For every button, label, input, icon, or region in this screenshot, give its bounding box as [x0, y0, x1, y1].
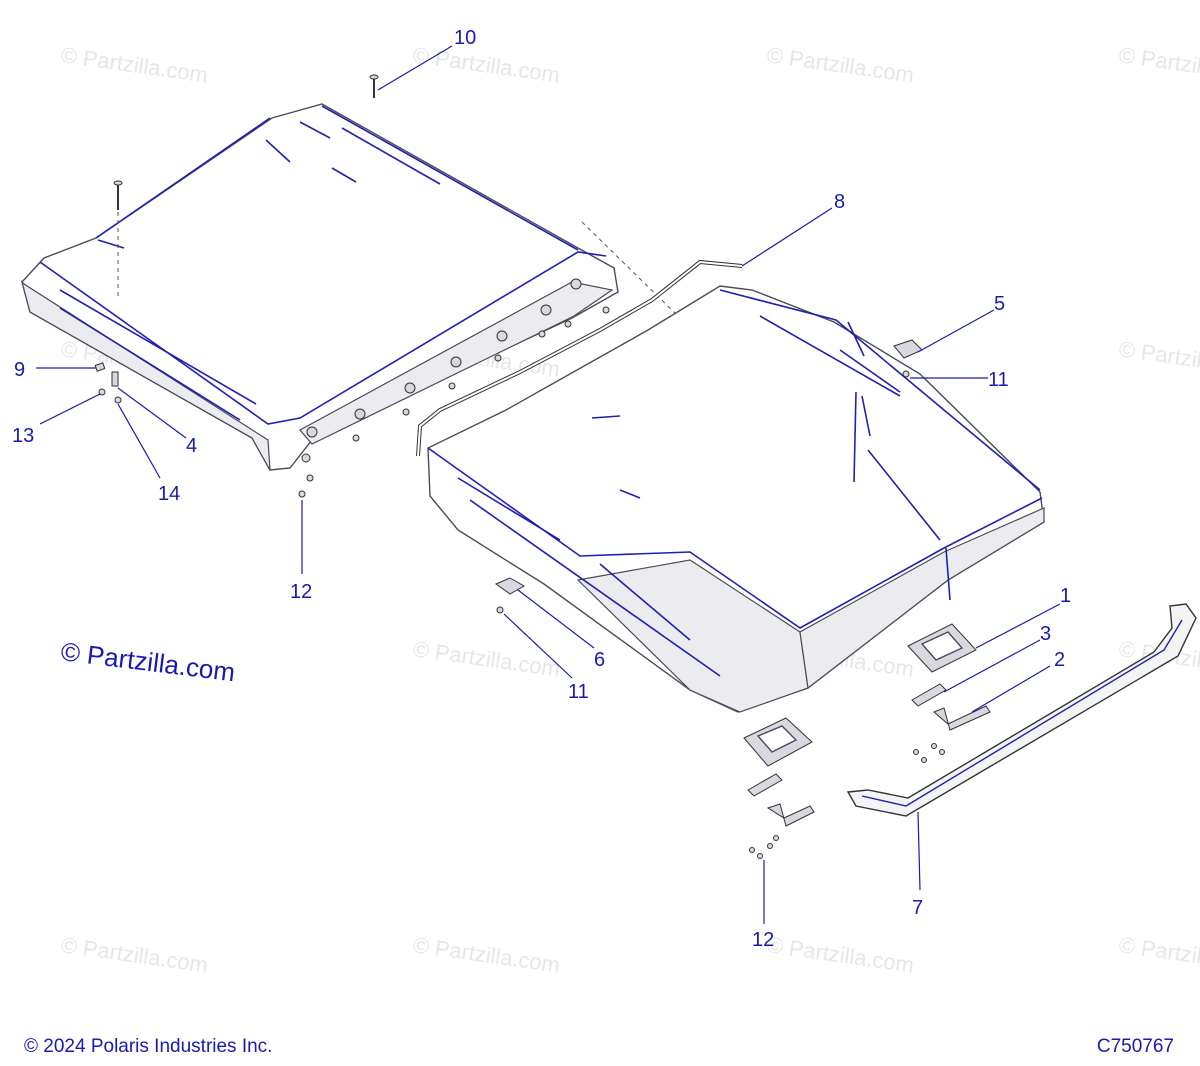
screws-rear-panel — [298, 306, 610, 498]
watermark: © Partzilla.com — [411, 932, 561, 977]
leader-lines — [36, 45, 1061, 924]
callout-1: 1 — [1060, 585, 1071, 607]
callout-7: 7 — [912, 897, 923, 919]
callouts: 10 8 5 11 9 13 4 14 12 6 11 1 3 2 7 12 — [12, 27, 1071, 951]
trim-strip-7 — [846, 603, 1197, 817]
callout-13: 13 — [12, 425, 34, 447]
callout-14: 14 — [158, 483, 180, 505]
clip-5 — [893, 339, 923, 378]
screw-13 — [98, 388, 106, 396]
roof-panel-rear — [20, 103, 619, 471]
spacer-4 — [111, 371, 119, 387]
mount-boss — [570, 278, 582, 290]
callout-12: 12 — [290, 581, 312, 603]
mount-boss — [450, 356, 462, 368]
screw — [306, 474, 314, 482]
callout-11: 11 — [988, 369, 1009, 391]
clip-6 — [494, 577, 526, 614]
screw — [538, 330, 546, 338]
callout-3: 3 — [1040, 623, 1051, 645]
callout-12: 12 — [752, 929, 774, 951]
watermark: © Partzilla.com — [411, 636, 561, 681]
diagram-id: C750767 — [1096, 1036, 1174, 1057]
callout-9: 9 — [14, 359, 25, 381]
spacer-9 — [94, 362, 106, 372]
mount-boss — [301, 453, 311, 463]
watermark: © Partzilla.com — [1117, 932, 1200, 977]
mount-boss — [496, 330, 508, 342]
alignment-line — [581, 221, 681, 319]
latch-assembly-center — [743, 717, 815, 859]
watermark: © Partzilla.com — [765, 42, 915, 87]
nut-14 — [114, 396, 122, 404]
callout-11: 11 — [568, 681, 589, 703]
screw — [448, 382, 456, 390]
watermark: © Partzilla.com — [1117, 42, 1200, 87]
watermark: © Partzilla.com — [765, 932, 915, 977]
mount-boss — [306, 426, 318, 438]
copyright-notice: © 2024 Polaris Industries Inc. — [24, 1036, 273, 1057]
screw — [494, 354, 502, 362]
screw — [602, 306, 610, 314]
callout-8: 8 — [834, 191, 845, 213]
callout-6: 6 — [594, 649, 605, 671]
callout-5: 5 — [994, 293, 1005, 315]
callout-10: 10 — [454, 27, 476, 49]
mount-boss — [354, 408, 366, 420]
callout-4: 4 — [186, 435, 197, 457]
callout-2: 2 — [1054, 649, 1065, 671]
latch-assembly-right — [907, 623, 991, 763]
watermark: © Partzilla.com — [411, 42, 561, 87]
roof-panel-front — [427, 285, 1045, 713]
watermark: © Partzilla.com — [59, 932, 209, 977]
watermark: © Partzilla.com — [1117, 336, 1200, 381]
screw — [352, 434, 360, 442]
watermark: © Partzilla.com — [59, 42, 209, 87]
fasteners-left — [94, 362, 122, 404]
brand-watermark: © Partzilla.com — [59, 636, 237, 687]
screw — [402, 408, 410, 416]
mount-boss — [404, 382, 416, 394]
bolt-10 — [113, 74, 379, 300]
screw — [564, 320, 572, 328]
mount-boss — [540, 304, 552, 316]
screw — [298, 490, 306, 498]
